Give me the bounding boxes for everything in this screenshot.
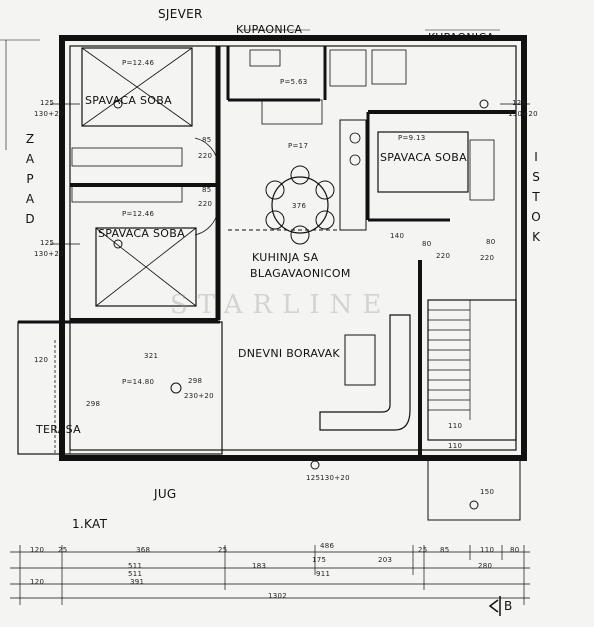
compass-south: JUG (154, 487, 177, 501)
tag-terrace: P=14.80 (122, 378, 155, 386)
stair-b: 110 (448, 442, 463, 450)
floor-label: 1.KAT (72, 517, 108, 531)
room-terrace: TERASA (36, 423, 81, 436)
win-west-2: 125 (40, 239, 55, 247)
win-east-b: 130+20 (508, 110, 538, 118)
bed-1 (81, 47, 193, 127)
room-bedroom-2: SPAVACA SOBA (98, 227, 185, 240)
dim-row1-6: 85 (440, 546, 450, 554)
dim-row2-0: 511 (128, 562, 143, 570)
dim-row4-1: 391 (130, 578, 145, 586)
win-east: 125 (512, 99, 527, 107)
dim-row1-3: 25 (218, 546, 228, 554)
win-door-b: 130+20 (320, 474, 350, 482)
dim-row1-5: 25 (418, 546, 428, 554)
compass-north: SJEVER (158, 7, 203, 21)
outer-wall-inner-line (69, 45, 517, 451)
stair-a: 110 (448, 422, 463, 430)
coffee-table (344, 334, 376, 386)
bed-2 (95, 227, 197, 307)
dim-row1-7: 110 (480, 546, 495, 554)
watermark: STARLINE (170, 290, 392, 320)
door-d3: 80 (422, 240, 432, 248)
win-west-2b: 130+20 (34, 250, 64, 258)
room-bedroom-1: SPAVACA SOBA (85, 94, 172, 107)
tag-bedroom-2: P=12.46 (122, 210, 155, 218)
tag-bath-1: P=5.63 (280, 78, 308, 86)
compass-west: ZAPAD (20, 132, 37, 238)
room-bathroom-2: KUPAONICA (428, 31, 495, 44)
door-d2b: 220 (198, 200, 213, 208)
tag-kitchen: P=17 (288, 142, 309, 150)
dim-row2-4: 280 (478, 562, 493, 570)
stair-d: 120 (34, 356, 49, 364)
dim-row4-0: 120 (30, 578, 45, 586)
dining-table (271, 176, 329, 234)
compass-east-text: ISTOK (529, 150, 543, 250)
kitchen-counter (339, 119, 367, 231)
table-dim: 376 (292, 202, 307, 210)
door-d4b: 220 (480, 254, 495, 262)
dim-row1-0: 120 (30, 546, 45, 554)
room-kitchen-line2: BLAGAVAONICOM (250, 267, 351, 280)
dim-row4-2: 1302 (268, 592, 288, 600)
door-d1: 85 (202, 136, 212, 144)
dim-row3-1: 911 (316, 570, 331, 578)
compass-west-text: ZAPAD (23, 132, 37, 232)
win-south: 298 (188, 377, 203, 385)
door-d3b: 220 (436, 252, 451, 260)
win-stairs: 150 (480, 488, 495, 496)
room-bedroom-3: SPAVACA SOBA (380, 151, 467, 164)
outer-wall-main (59, 35, 527, 461)
dim-row2-1: 183 (252, 562, 267, 570)
door-d2: 85 (202, 186, 212, 194)
tag-bedroom-1: P=12.46 (122, 59, 155, 67)
terrace-width: 321 (144, 352, 159, 360)
sofa (319, 314, 411, 431)
compass-east: ISTOK (526, 150, 543, 256)
terrace-height: 298 (86, 400, 101, 408)
door-d4: 80 (486, 238, 496, 246)
bed-3 (377, 131, 469, 193)
win-west-1b: 130+20 (34, 110, 64, 118)
win-door: 125 (306, 474, 321, 482)
dim-row1-2: 368 (136, 546, 151, 554)
tag-bedroom-3: P=9.13 (398, 134, 426, 142)
room-bathroom-1: KUPAONICA (236, 23, 303, 36)
win-west-1: 125 (40, 99, 55, 107)
stair-c: 140 (390, 232, 405, 240)
dim-row1-1: 25 (58, 546, 68, 554)
door-d1b: 220 (198, 152, 213, 160)
room-living: DNEVNI BORAVAK (238, 347, 340, 360)
win-south-b: 230+20 (184, 392, 214, 400)
room-kitchen-line1: KUHINJA SA (252, 251, 319, 264)
section-mark: B (504, 599, 513, 613)
dim-row2-2: 175 (312, 556, 327, 564)
dim-row3-0: 511 (128, 570, 143, 578)
dim-row1-4: 486 (320, 542, 335, 550)
dim-row2-3: 203 (378, 556, 393, 564)
dim-row1-8: 80 (510, 546, 520, 554)
